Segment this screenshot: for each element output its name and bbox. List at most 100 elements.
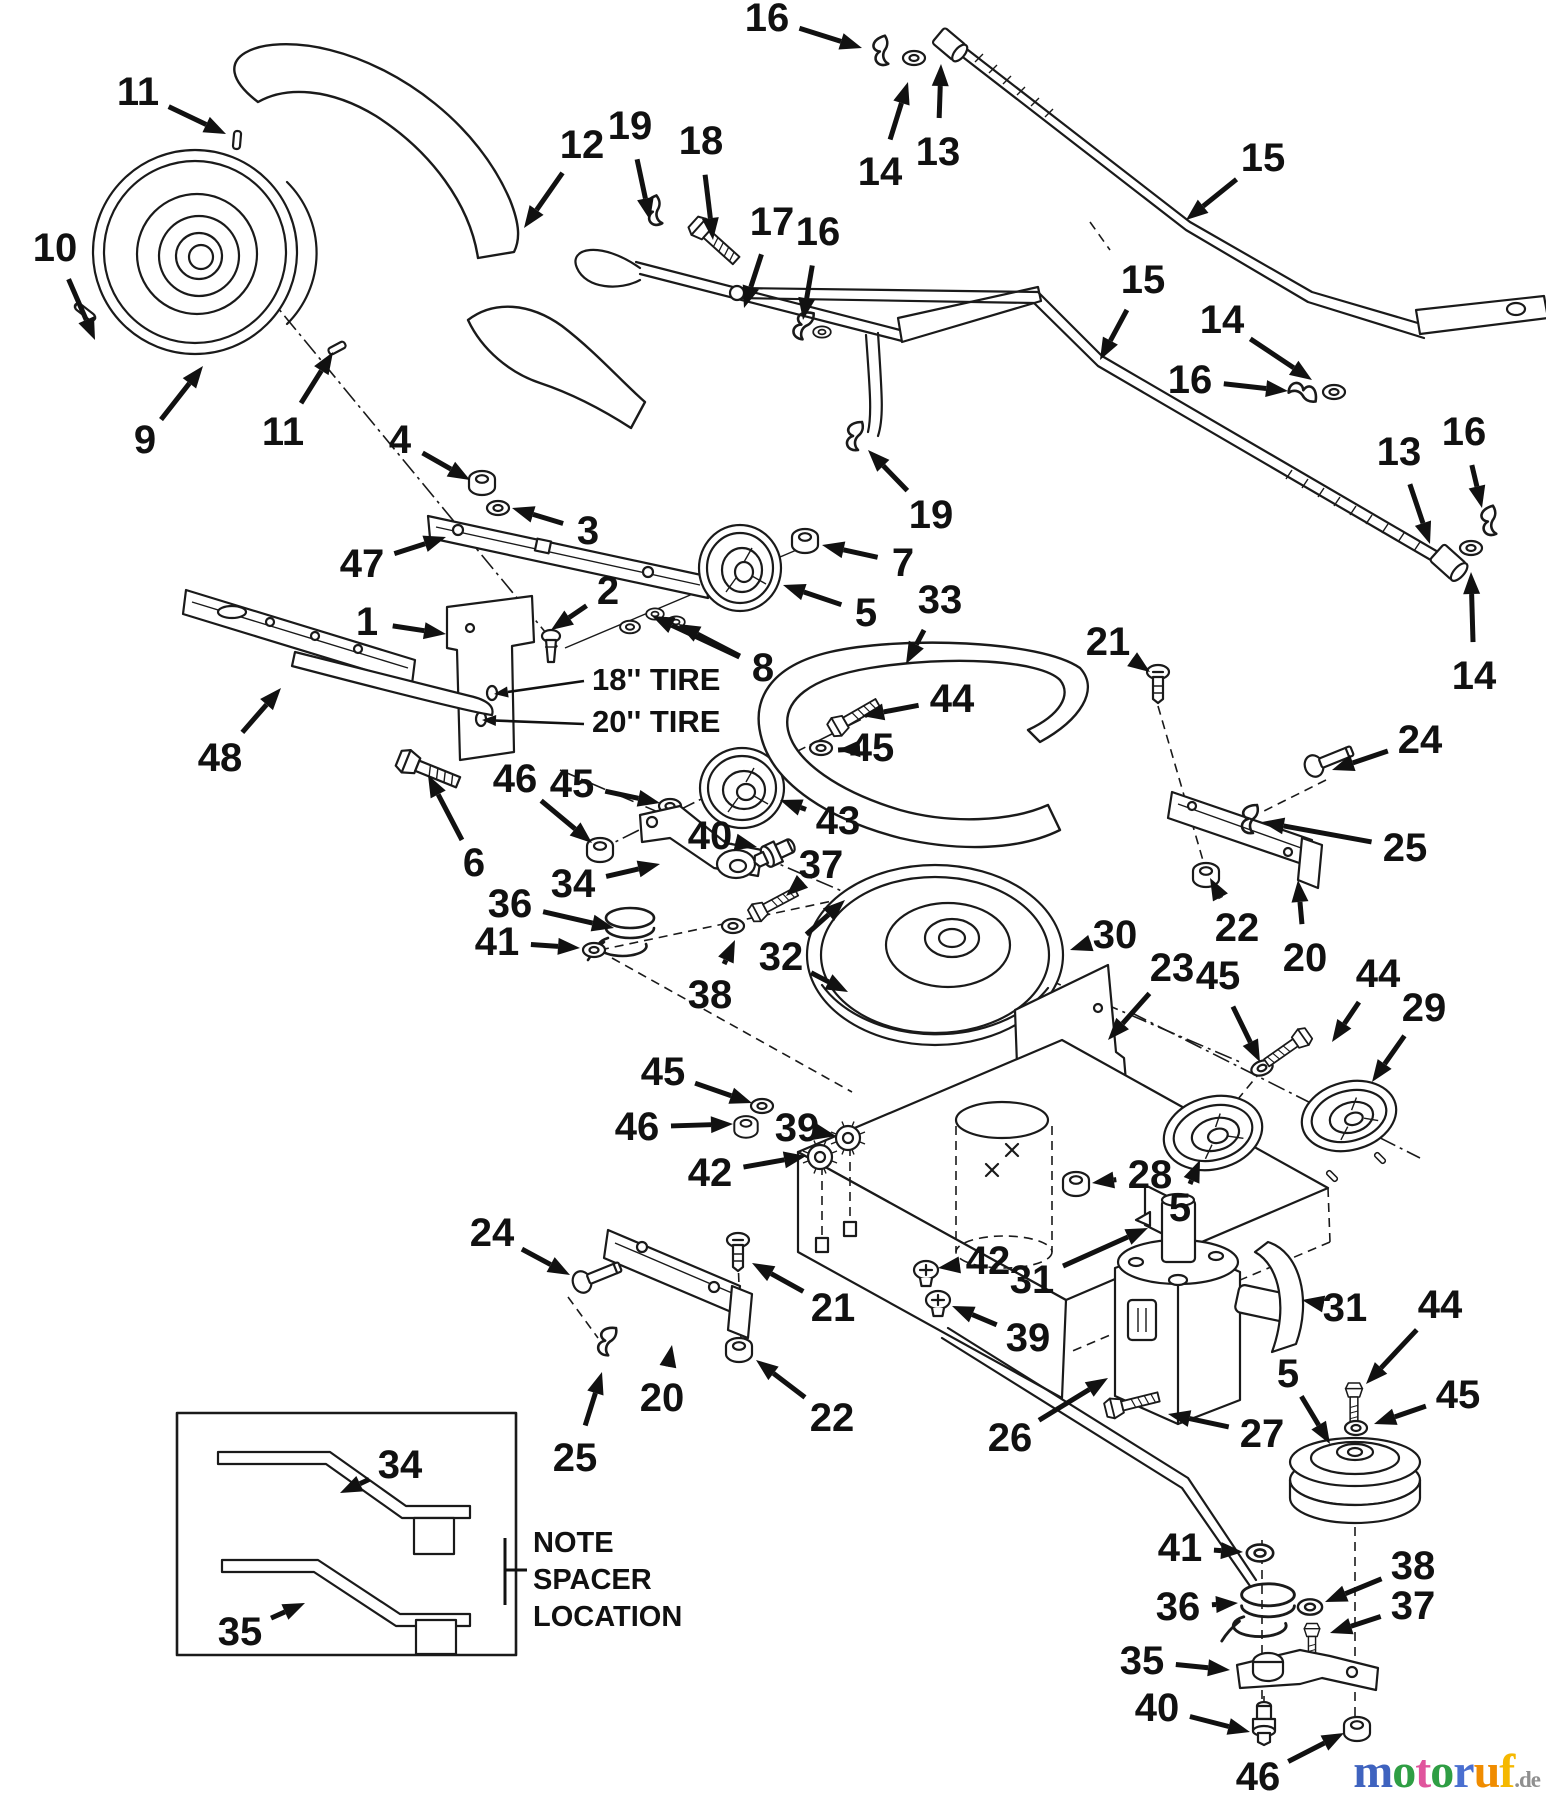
callout-8: 8 [652,616,774,690]
tire-note-2: 20'' TIRE [482,704,720,739]
callout-number-26: 26 [988,1416,1033,1460]
callout-number-46: 46 [615,1105,660,1149]
drive-belt-12 [233,43,647,430]
washer-38-arm [720,917,746,935]
washer-45-bottom [1343,1419,1369,1437]
callout-44: 44 [1332,952,1401,1042]
callout-number-19: 19 [909,493,954,537]
callout-16: 16 [1168,358,1288,402]
callout-number-44: 44 [1356,952,1401,996]
callout-44: 44 [862,677,975,721]
callout-15: 15 [1100,258,1165,360]
callout-38: 38 [688,940,735,1017]
callout-46: 46 [493,757,592,843]
callout-number-27: 27 [1240,1412,1285,1456]
bolt-6 [393,746,464,795]
callout-4: 4 [389,418,470,480]
callout-14: 14 [1200,298,1312,380]
pin-32-spindle-a [1325,1169,1339,1183]
washer-41-arm [581,941,607,959]
callout-25: 25 [553,1372,604,1480]
bolt-44-spindle [1260,1024,1315,1072]
nut-22-left [724,1336,754,1364]
callout-number-4: 4 [389,418,412,462]
callout-number-35: 35 [1120,1639,1165,1683]
callout-21: 21 [1086,620,1150,672]
callout-number-14: 14 [1452,654,1497,698]
callout-27: 27 [1168,1410,1284,1456]
transport-plate-48 [181,588,494,717]
callout-number-42: 42 [688,1151,733,1195]
callout-6: 6 [428,775,485,885]
callout-number-41: 41 [475,920,520,964]
support-bar-47 [426,514,710,600]
callout-number-22: 22 [1215,906,1260,950]
callout-number-22: 22 [810,1396,855,1440]
callout-14: 14 [858,82,910,194]
callout-number-11: 11 [262,410,304,454]
callout-number-6: 6 [463,841,485,885]
callout-11: 11 [262,352,333,454]
callout-number-5: 5 [1277,1352,1299,1396]
washer-45-frame [749,1097,775,1115]
nut-28 [1061,1170,1091,1198]
drive-pulley-9 [91,148,318,356]
callout-40: 40 [1135,1686,1250,1735]
pto-belt-33 [757,641,1090,849]
callout-number-40: 40 [688,814,733,858]
callout-number-43: 43 [816,799,861,843]
callout-number-18: 18 [679,119,724,163]
callout-28: 28 [1092,1153,1172,1197]
hairpin-19-lower [845,420,865,452]
callout-number-20: 20 [640,1376,685,1420]
washer-3 [485,499,511,517]
callout-number-45: 45 [1436,1373,1481,1417]
spring-36-bottom [1220,1582,1296,1643]
callout-number-38: 38 [688,973,733,1017]
callout-21: 21 [752,1263,855,1330]
callout-number-46: 46 [493,757,538,801]
callout-13: 13 [1377,430,1432,544]
callout-41: 41 [475,920,580,964]
callout-number-34: 34 [378,1443,423,1487]
clevis-pin-24-left [568,1255,626,1297]
callout-number-16: 16 [796,210,841,254]
callout-14: 14 [1452,572,1497,698]
callout-number-19: 19 [608,104,653,148]
callout-number-37: 37 [799,843,844,887]
callout-47: 47 [340,535,446,586]
logo-letter-r: r [1453,1745,1474,1798]
cam-bracket-35 [1235,1648,1380,1692]
callout-41: 41 [1158,1526,1243,1570]
callout-45: 45 [1196,954,1260,1062]
callout-number-3: 3 [577,509,599,553]
callout-number-14: 14 [858,150,903,194]
callout-37: 37 [1330,1584,1435,1635]
screw-21-right [1145,663,1171,705]
pin-32-spindle-b [1373,1151,1387,1165]
nut-7 [790,527,820,555]
callout-number-20: 20 [1283,936,1328,980]
bushing-13-top [931,27,969,63]
bushing-13-lower [1429,543,1469,582]
callout-number-2: 2 [597,569,619,613]
lift-rod-17 [574,248,1043,438]
callout-number-5: 5 [855,591,877,635]
washer-14-top [901,49,927,67]
washer-41-bottom [1245,1543,1275,1563]
hairpin-16-right [1286,380,1320,404]
callout-42: 42 [938,1239,1010,1283]
callout-number-34: 34 [551,862,596,906]
callout-45: 45 [1374,1373,1480,1425]
callout-16: 16 [745,0,862,50]
callout-25: 25 [1262,817,1427,870]
callout-number-31: 31 [1010,1258,1055,1302]
callout-number-33: 33 [918,578,963,622]
idler-bracket-1 [445,594,536,762]
callout-19: 19 [868,450,953,537]
idler-pulley-29 [1300,1079,1398,1153]
hairpin-25-left [595,1324,619,1358]
callout-number-44: 44 [1418,1283,1463,1327]
